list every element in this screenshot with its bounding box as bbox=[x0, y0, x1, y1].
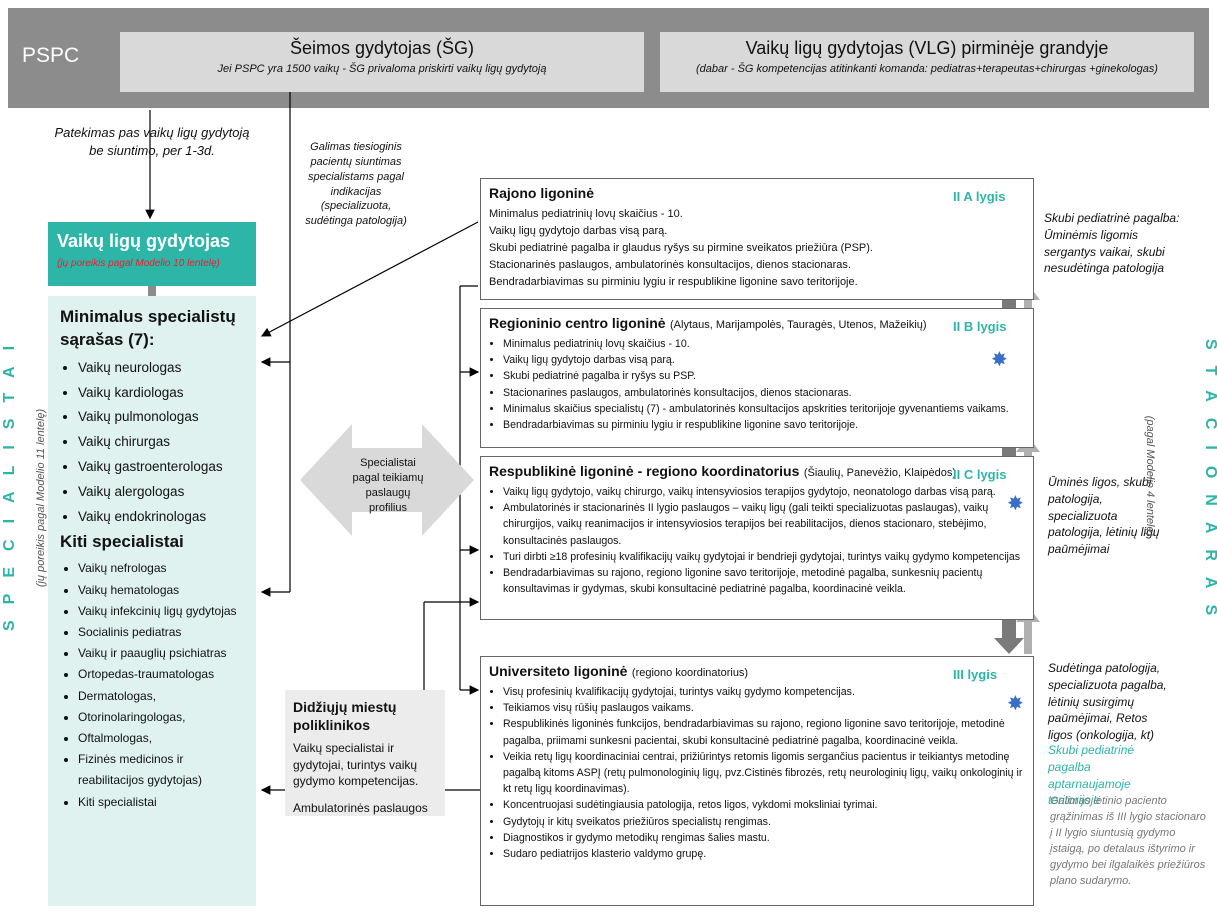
list-item: Vaikų ir paauglių psichiatras bbox=[78, 643, 244, 664]
list-item: Vaikų infekcinių ligų gydytojas bbox=[78, 601, 244, 622]
level-tag: II B lygis bbox=[953, 319, 1007, 334]
list-item: Respublikinės ligoninės funkcijos, bendr… bbox=[503, 716, 1025, 748]
vlg-specialist-sub: (jų poreikis pagal Modelio 10 lentelę) bbox=[57, 258, 220, 269]
list-item: Diagnostikos ir gydymo metodikų rengimas… bbox=[503, 830, 1025, 846]
list-item: Otorinolaringologas, bbox=[78, 707, 244, 728]
sg-title: Šeimos gydytojas (ŠG) bbox=[289, 38, 475, 58]
list-item: Koncentruojasi sudėtingiausia patologija… bbox=[503, 797, 1025, 813]
level-list: Visų profesinių kvalifikacijų gydytojai,… bbox=[489, 684, 1025, 862]
level-title: Rajono ligoninė bbox=[489, 185, 594, 201]
sg-box: Šeimos gydytojas (ŠG) Jei PSPC yra 1500 … bbox=[120, 32, 644, 92]
list-item: Turi dirbti ≥18 profesinių kvalifikacijų… bbox=[503, 549, 1025, 565]
list-item: Vaikų neurologas bbox=[78, 356, 244, 381]
list-item: Oftalmologas, bbox=[78, 728, 244, 749]
list-item: Skubi pediatrinė pagalba ir ryšys su PSP… bbox=[503, 368, 1025, 384]
level-list: Vaikų ligų gydytojo, vaikų chirurgo, vai… bbox=[489, 484, 1025, 597]
level-paren: (regiono koordinatorius) bbox=[631, 667, 749, 679]
level-box-iia: Rajono ligoninė II A lygis Minimalus ped… bbox=[480, 178, 1034, 300]
profile-double-arrow bbox=[300, 424, 474, 536]
list-item: Vaikų pulmonologas bbox=[78, 405, 244, 430]
vlg-title: Vaikų ligų gydytojas (VLG) pirminėje gra… bbox=[745, 38, 1109, 58]
arrow-vlg-pspc bbox=[260, 221, 479, 337]
right-note-1: Skubi pediatrinė pagalba: Ūminėmis ligom… bbox=[1044, 211, 1180, 276]
vlg-specialist-box: Vaikų ligų gydytojas (jų poreikis pagal … bbox=[48, 222, 256, 286]
star-icon: ✸ bbox=[1007, 493, 1024, 515]
list-item: Ambulatorinės ir stacionarinės II lygio … bbox=[503, 500, 1025, 549]
level-title: Universiteto ligoninė bbox=[489, 663, 628, 679]
level-item: Bendradarbiavimas su pirminiu lygiu ir r… bbox=[489, 276, 858, 288]
level-title: Regioninio centro ligoninė bbox=[489, 315, 666, 331]
note-galimas: Galimas tiesioginis pacientų siuntimas s… bbox=[305, 141, 407, 228]
list-item: Minimalus skaičius specialistų (7) - amb… bbox=[503, 401, 1025, 417]
list-item: Teikiamos visų rūšių paslaugos vaikams. bbox=[503, 700, 1025, 716]
list-item: Vaikų alergologas bbox=[78, 480, 244, 505]
right-note-2: Ūminės ligos, skubi patologija, speciali… bbox=[1048, 475, 1160, 557]
list-item: Visų profesinių kvalifikacijų gydytojai,… bbox=[503, 684, 1025, 700]
list-item: Vaikų gastroenterologas bbox=[78, 455, 244, 480]
list-item: Veikia retų ligų koordinaciniai centrai,… bbox=[503, 749, 1025, 798]
level-box-iib: Regioninio centro ligoninė (Alytaus, Mar… bbox=[480, 308, 1034, 448]
level-box-iii: Universiteto ligoninė (regiono koordinat… bbox=[480, 656, 1034, 906]
poliklinikos-desc: Vaikų specialistai ir gydytojai, turinty… bbox=[293, 741, 419, 788]
list-item: Vaikų ligų gydytojo, vaikų chirurgo, vai… bbox=[503, 484, 1025, 500]
pspc-label: PSPC bbox=[22, 44, 80, 67]
list-item: Vaikų kardiologas bbox=[78, 381, 244, 406]
list-item: Kiti specialistai bbox=[78, 792, 244, 813]
level-box-iic: Respublikinė ligoninė - regiono koordina… bbox=[480, 456, 1034, 620]
vlg-box: Vaikų ligų gydytojas (VLG) pirminėje gra… bbox=[660, 32, 1194, 92]
list-item: Fizinės medicinos ir reabilitacijos gydy… bbox=[78, 749, 244, 791]
sg-subtitle: Jei PSPC yra 1500 vaikų - ŠG privaloma p… bbox=[217, 63, 547, 75]
min-specialists-list: Vaikų neurologas Vaikų kardiologas Vaikų… bbox=[60, 356, 244, 530]
specialistai-side-sub: (jų poreikis pagal Modelio 11 lentelę) bbox=[35, 408, 47, 588]
other-specialists-list: Vaikų nefrologas Vaikų hematologas Vaikų… bbox=[60, 558, 244, 812]
list-item: Vaikų nefrologas bbox=[78, 558, 244, 579]
other-specialists-title: Kiti specialistai bbox=[60, 532, 184, 552]
list-item: Dermatologas, bbox=[78, 686, 244, 707]
level-item: Stacionarinės paslaugos, ambulatorinės k… bbox=[489, 259, 851, 271]
stacionaras-side-label: STACIONARAS bbox=[1202, 339, 1217, 632]
level-item: Vaikų ligų gydytojo darbas visą parą. bbox=[489, 225, 668, 237]
list-item: Vaikų chirurgas bbox=[78, 430, 244, 455]
level-paren: (Šiaulių, Panevėžio, Klaipėdos) bbox=[803, 467, 957, 479]
note-patekimas: Patekimas pas vaikų ligų gydytoją be siu… bbox=[54, 125, 250, 158]
list-item: Vaikų ligų gydytojo darbas visą parą. bbox=[503, 352, 1025, 368]
right-note-3-teal: Skubi pediatrinė pagalba aptarnaujamoje … bbox=[1048, 743, 1135, 808]
list-item: Bendradarbiavimas su rajono, regiono lig… bbox=[503, 565, 1025, 597]
list-item: Vaikų endokrinologas bbox=[78, 505, 244, 530]
poliklinikos-box: Didžiųjų miestų poliklinikos Vaikų speci… bbox=[285, 690, 445, 816]
level-paren: (Alytaus, Marijampolės, Tauragės, Utenos… bbox=[670, 319, 927, 331]
list-item: Stacionarines paslaugos, ambulatorinės k… bbox=[503, 385, 1025, 401]
level-item: Skubi pediatrinė pagalba ir glaudus ryšy… bbox=[489, 242, 873, 254]
poliklinikos-title: Didžiųjų miestų poliklinikos bbox=[293, 699, 397, 734]
list-item: Minimalus pediatrinių lovų skaičius - 10… bbox=[503, 336, 1025, 352]
min-specialists-title: Minimalus specialistų sąrašas (7): bbox=[60, 307, 236, 349]
list-item: Socialinis pediatras bbox=[78, 622, 244, 643]
poliklinikos-foot: Ambulatorinės paslaugos bbox=[293, 800, 428, 815]
specialist-list-box: Minimalus specialistų sąrašas (7): Vaikų… bbox=[48, 296, 256, 906]
level-tag: II A lygis bbox=[953, 189, 1006, 204]
level-list: Minimalus pediatrinių lovų skaičius - 10… bbox=[489, 336, 1025, 433]
right-note-3: Sudėtinga patologija, specializuota paga… bbox=[1048, 661, 1167, 743]
star-icon: ✸ bbox=[1007, 693, 1024, 715]
vlg-subtitle: (dabar - ŠG kompetencijas atitinkanti ko… bbox=[696, 63, 1158, 75]
level-item: Minimalus pediatrinių lovų skaičius - 10… bbox=[489, 208, 683, 220]
list-item: Ortopedas-traumatologas bbox=[78, 664, 244, 685]
stacionaras-side-sub: (pagal Modelio 4 lentelę) bbox=[1144, 415, 1156, 537]
level-tag: II C lygis bbox=[953, 467, 1007, 482]
list-item: Gydytojų ir kitų sveikatos priežiūros sp… bbox=[503, 814, 1025, 830]
list-item: Sudaro pediatrijos klasterio valdymo gru… bbox=[503, 846, 1025, 862]
star-icon: ✸ bbox=[991, 349, 1008, 371]
vlg-specialist-title: Vaikų ligų gydytojas bbox=[57, 231, 231, 251]
list-item: Vaikų hematologas bbox=[78, 580, 244, 601]
level-tag: III lygis bbox=[953, 667, 998, 682]
right-note-4: Galimas lėtinio paciento grąžinimas iš I… bbox=[1050, 795, 1206, 887]
specialistai-side-label: SPECIALISTAI bbox=[1, 329, 18, 631]
note-specialistai-pagal: Specialistai pagal teikiamų paslaugų pro… bbox=[352, 457, 424, 514]
level-title: Respublikinė ligoninė - regiono koordina… bbox=[489, 463, 800, 479]
list-item: Bendradarbiavimas su pirminiu lygiu ir r… bbox=[503, 417, 1025, 433]
